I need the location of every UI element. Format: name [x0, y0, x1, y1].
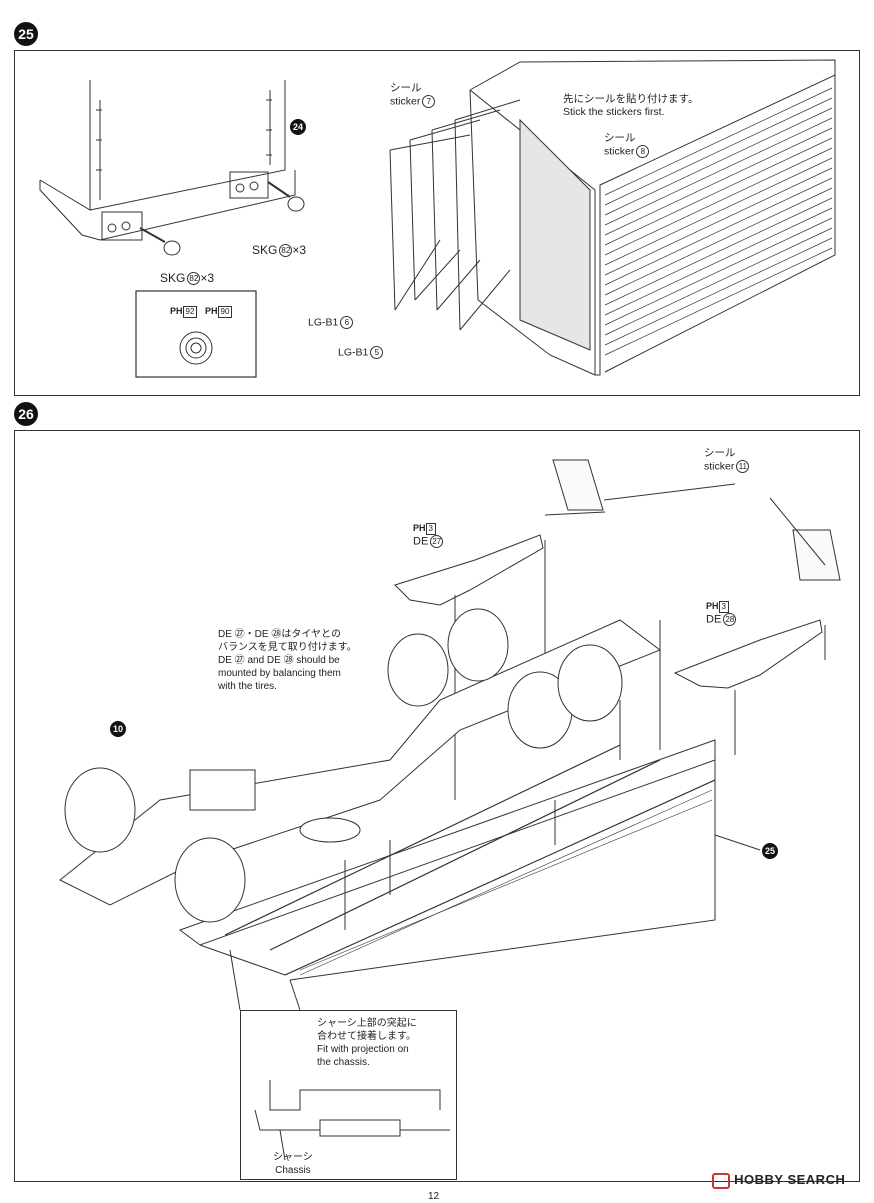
ref-step-10: 10	[110, 721, 126, 737]
chassis-drawing	[59, 608, 761, 981]
chassis-detail-box: シャーシ上部の突起に 合わせて接着します。 Fit with projectio…	[240, 1010, 457, 1180]
step-25-panel	[14, 50, 860, 396]
stickers-first-note: 先にシールを貼り付けます。Stick the stickers first.	[563, 93, 699, 118]
page-number: 12	[428, 1191, 440, 1202]
de-balance-note: DE ㉗・DE ㉘はタイヤとの バランスを見て取り付けます。 DE ㉗ and …	[218, 629, 357, 692]
step-26-number: 26	[14, 402, 38, 426]
logo-icon	[712, 1172, 730, 1189]
step-26-panel	[14, 430, 860, 1182]
box-body-drawing	[389, 59, 836, 376]
ref-step-25: 25	[762, 843, 778, 859]
step-25-number: 25	[14, 22, 38, 46]
ref-step-24: 24	[290, 119, 306, 135]
detail-note: シャーシ上部の突起に 合わせて接着します。 Fit with projectio…	[317, 1018, 417, 1068]
box-rear-drawing	[39, 80, 305, 256]
hobby-search-logo: HOBBY SEARCH	[712, 1172, 845, 1189]
